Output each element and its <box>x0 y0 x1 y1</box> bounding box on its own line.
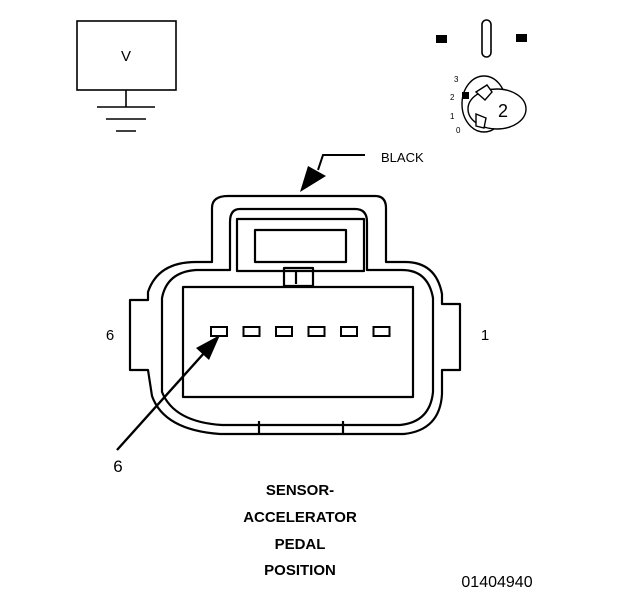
left-probe-mark <box>436 35 447 43</box>
selector-switch-symbol: 3 2 1 0 2 <box>436 19 527 135</box>
connector-color-label: BLACK <box>381 150 424 165</box>
pin-callout-leader <box>116 351 206 451</box>
pin-left-label: 6 <box>106 327 114 344</box>
connector-pin-cavity <box>181 285 415 399</box>
pin-callout: 6 <box>113 335 220 476</box>
figure-id: 01404940 <box>461 574 532 591</box>
pin-callout-arrow <box>196 335 220 360</box>
color-callout: BLACK <box>300 150 424 192</box>
switch-mark-3: 3 <box>454 75 459 84</box>
switch-indicator <box>462 92 469 99</box>
switch-mark-2: 2 <box>450 93 455 102</box>
title-line: PEDAL <box>275 536 326 553</box>
connector-inner-wall <box>160 207 435 427</box>
ground-icon <box>97 106 155 132</box>
connector-latch-inner <box>253 228 348 264</box>
color-callout-arrow <box>300 166 326 192</box>
connector-outer-housing <box>128 194 462 436</box>
title-line: POSITION <box>264 562 336 579</box>
pin-slot-1 <box>372 326 391 337</box>
voltmeter-label: V <box>121 48 131 65</box>
voltmeter-symbol: V <box>76 20 177 132</box>
color-callout-leader <box>317 154 365 171</box>
switch-selected-label: 2 <box>498 101 508 121</box>
pin-slot-3 <box>307 326 326 337</box>
switch-mark-0: 0 <box>456 126 461 135</box>
connector-latch <box>235 217 366 273</box>
pin-slot-5 <box>242 326 261 337</box>
pin-slot-2 <box>340 326 358 337</box>
title-line: ACCELERATOR <box>243 509 357 526</box>
pin-slot-6 <box>210 326 228 337</box>
rotary-knob-icon <box>461 75 527 133</box>
component-title: SENSOR- ACCELERATOR PEDAL POSITION <box>243 482 357 579</box>
pin-right-label: 1 <box>481 327 489 344</box>
center-slot <box>481 19 492 58</box>
pin-slot-4 <box>275 326 293 337</box>
title-line: SENSOR- <box>266 482 334 499</box>
connector-pins <box>210 326 391 337</box>
pin-callout-label: 6 <box>113 457 122 476</box>
connector-body <box>128 194 462 436</box>
switch-mark-1: 1 <box>450 112 455 121</box>
right-probe-mark <box>516 34 527 42</box>
